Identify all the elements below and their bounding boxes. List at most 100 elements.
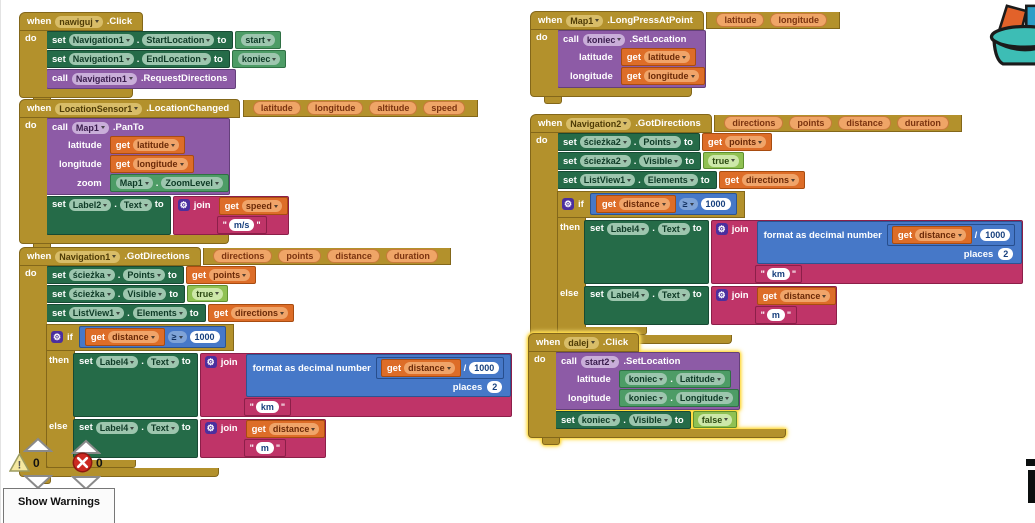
component-dropdown[interactable]: ścieżka xyxy=(68,288,115,300)
event-header[interactable]: when nawiguj .Click xyxy=(19,12,144,31)
property-dropdown[interactable]: StartLocation xyxy=(142,34,215,46)
property-dropdown[interactable]: Points xyxy=(639,136,681,148)
property-dropdown[interactable]: Text xyxy=(146,356,179,368)
set-block[interactable]: set Label4 . Text to xyxy=(584,286,709,325)
component-dropdown[interactable]: koniec xyxy=(624,392,668,404)
text-field[interactable]: m xyxy=(255,442,274,454)
property-dropdown[interactable]: Elements xyxy=(132,307,187,319)
property-dropdown[interactable]: EndLocation xyxy=(142,53,211,65)
component-dropdown[interactable]: Map1 xyxy=(71,121,109,134)
component-dropdown[interactable]: ścieżka xyxy=(68,269,115,281)
set-block[interactable]: set ścieżka2 . Points to xyxy=(557,133,700,151)
component-dropdown[interactable]: Navigation1 xyxy=(68,34,134,46)
variable-dropdown[interactable]: distance xyxy=(404,362,455,374)
number-field[interactable]: 2 xyxy=(487,381,503,393)
logic-dropdown[interactable]: true xyxy=(708,154,740,167)
property-dropdown[interactable]: Longitude xyxy=(675,392,734,404)
event-header[interactable]: when Map1 .LongPressAtPoint xyxy=(530,11,704,30)
set-property-row[interactable]: set Label4 . Text to join xyxy=(73,353,513,417)
event-block-locationsensor-changed[interactable]: when LocationSensor1 .LocationChanged la… xyxy=(19,99,479,251)
event-parameter-chip[interactable]: latitude xyxy=(252,101,301,115)
component-dropdown[interactable]: ListView1 xyxy=(68,307,125,319)
text-string-block[interactable]: m/s xyxy=(216,216,267,234)
call-method-block[interactable]: call Navigation1 .RequestDirections xyxy=(46,69,237,89)
collapse-arrow-up-icon[interactable] xyxy=(23,437,53,453)
event-header[interactable]: when Navigation2 .GotDirections xyxy=(530,114,712,133)
event-parameter-chip[interactable]: directions xyxy=(213,249,273,263)
event-parameter-chip[interactable]: duration xyxy=(385,249,438,263)
component-dropdown[interactable]: koniec xyxy=(237,53,281,65)
warning-icon[interactable]: ! xyxy=(9,453,30,472)
text-string-block[interactable]: m xyxy=(243,439,287,457)
component-dropdown[interactable]: koniec xyxy=(624,373,668,385)
component-dropdown[interactable]: start xyxy=(241,34,275,46)
mutator-gear-icon[interactable] xyxy=(715,223,728,235)
set-property-row[interactable]: set Navigation1 . StartLocation to start xyxy=(46,31,281,49)
component-dropdown[interactable]: Label4 xyxy=(95,356,139,368)
component-dropdown[interactable]: koniec xyxy=(582,33,626,46)
set-block[interactable]: set Navigation1 . EndLocation to xyxy=(46,50,230,68)
variable-dropdown[interactable]: longitude xyxy=(133,158,188,170)
variable-dropdown[interactable]: speed xyxy=(241,200,282,212)
set-block[interactable]: set Label4 . Text to xyxy=(73,353,198,417)
event-parameter-chip[interactable]: longitude xyxy=(770,13,827,27)
set-block[interactable]: set koniec . Visible to xyxy=(555,411,691,429)
component-dropdown[interactable]: Label4 xyxy=(95,422,139,434)
component-dropdown[interactable]: Map1 xyxy=(115,177,153,189)
logic-dropdown[interactable]: true xyxy=(192,287,224,300)
set-block[interactable]: set ścieżka . Points to xyxy=(46,266,184,284)
set-property-row[interactable]: set Label4 . Text to join xyxy=(584,220,1024,284)
trash-icon[interactable] xyxy=(986,2,1035,82)
component-dropdown[interactable]: start2 xyxy=(580,355,620,368)
component-dropdown[interactable]: LocationSensor1 xyxy=(55,102,143,115)
component-dropdown[interactable]: dalej xyxy=(564,336,599,349)
variable-dropdown[interactable]: longitude xyxy=(644,70,699,82)
component-dropdown[interactable]: Navigation1 xyxy=(68,53,134,65)
text-field[interactable]: km xyxy=(255,401,279,413)
property-dropdown[interactable]: Text xyxy=(146,422,179,434)
variable-dropdown[interactable]: points xyxy=(209,269,251,281)
component-dropdown[interactable]: Map1 xyxy=(566,14,604,27)
set-property-row[interactable]: set ścieżka . Visible to true xyxy=(46,285,229,303)
number-field[interactable]: 1000 xyxy=(700,198,731,210)
variable-dropdown[interactable]: points xyxy=(725,136,767,148)
component-dropdown[interactable]: Navigation1 xyxy=(55,250,121,263)
event-parameter-chip[interactable]: points xyxy=(789,116,833,130)
component-dropdown[interactable]: koniec xyxy=(577,414,621,426)
property-dropdown[interactable]: Visible xyxy=(639,155,683,167)
variable-dropdown[interactable]: directions xyxy=(741,174,799,186)
logic-dropdown[interactable]: false xyxy=(697,413,733,426)
set-block[interactable]: set Navigation1 . StartLocation to xyxy=(46,31,234,49)
set-block[interactable]: set ścieżka2 . Visible to xyxy=(557,152,702,170)
property-dropdown[interactable]: Visible xyxy=(123,288,167,300)
text-string-block[interactable]: km xyxy=(243,398,292,416)
text-string-block[interactable]: km xyxy=(754,265,803,283)
mutator-gear-icon[interactable] xyxy=(51,331,63,343)
variable-dropdown[interactable]: distance xyxy=(108,331,159,343)
mutator-gear-icon[interactable] xyxy=(715,289,728,301)
logic-true-block[interactable]: true xyxy=(703,152,745,169)
property-dropdown[interactable]: ZoomLevel xyxy=(161,177,223,189)
event-parameter-chip[interactable]: distance xyxy=(327,249,380,263)
property-dropdown[interactable]: Points xyxy=(123,269,165,281)
collapse-arrow-up-icon[interactable] xyxy=(71,439,101,455)
logic-false-block[interactable]: false xyxy=(692,411,738,428)
variable-dropdown[interactable]: latitude xyxy=(133,139,180,151)
operator-dropdown[interactable]: ≥ xyxy=(167,331,187,343)
mutator-gear-icon[interactable] xyxy=(562,198,574,210)
component-dropdown[interactable]: Label4 xyxy=(606,223,650,235)
